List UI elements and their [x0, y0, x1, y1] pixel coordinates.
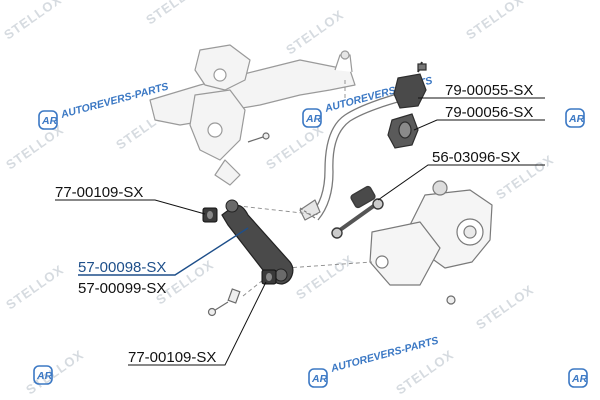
- part-number-label: 79-00056-SX: [445, 104, 533, 121]
- leader-line: [377, 164, 545, 201]
- ar-badge-text: AR: [571, 373, 588, 385]
- ar-badge: AR: [568, 368, 588, 388]
- leader-line: [413, 119, 545, 131]
- ar-badge: AR: [33, 365, 53, 385]
- control-arm-bushing-eye: [225, 199, 239, 213]
- wheel-knuckle: [299, 180, 493, 286]
- part-number-label: 79-00055-SX: [445, 82, 533, 99]
- watermark-brand: STELLOX: [3, 122, 66, 173]
- watermark-brand: STELLOX: [463, 0, 526, 42]
- ar-badge-frame: [565, 108, 585, 128]
- ar-badge-frame: [568, 368, 588, 388]
- assembly-guides: [229, 80, 373, 297]
- ar-badge: AR: [308, 368, 328, 388]
- watermark-brand: STELLOX: [283, 7, 346, 58]
- control-arm-bushing-eye: [274, 268, 288, 282]
- watermark-brand: STELLOX: [263, 122, 326, 173]
- part-number-label: 77-00109-SX: [55, 184, 143, 201]
- leader-line: [55, 199, 206, 215]
- control-arm: [221, 199, 294, 285]
- subframe: [149, 44, 356, 186]
- ar-badge-frame: [302, 108, 322, 128]
- ar-badge-frame: [308, 368, 328, 388]
- stabilizer-bracket: [393, 61, 427, 109]
- ar-badge-text: AR: [311, 373, 328, 385]
- watermark-brand: STELLOX: [3, 262, 66, 313]
- ar-badge-frame: [38, 110, 58, 130]
- bolt-icon: [446, 295, 456, 305]
- ar-badge-text: AR: [568, 113, 585, 125]
- ar-badge: AR: [38, 110, 58, 130]
- watermark-brand: STELLOX: [23, 347, 86, 398]
- bolt-icon: [207, 288, 241, 317]
- leader-line: [128, 281, 267, 366]
- ar-badge-frame: [33, 365, 53, 385]
- watermark-brand: STELLOX: [293, 252, 356, 303]
- silentblock: [202, 207, 218, 223]
- part-number-label-highlighted: 57-00098-SX: [78, 259, 166, 276]
- watermark-brand: STELLOX: [473, 282, 536, 333]
- part-number-label: 77-00109-SX: [128, 349, 216, 366]
- ar-badge-text: AR: [36, 370, 53, 382]
- stabilizer-link: [331, 185, 384, 239]
- silentblock: [261, 269, 277, 285]
- leader-lines: [55, 97, 545, 366]
- ar-badge-text: AR: [305, 113, 322, 125]
- stabilizer-bushing: [387, 113, 419, 149]
- watermark-brand: STELLOX: [1, 0, 64, 42]
- part-number-label: 56-03096-SX: [432, 149, 520, 166]
- bolt-icon: [247, 132, 270, 143]
- part-number-label: 57-00099-SX: [78, 280, 166, 297]
- ar-badge: AR: [302, 108, 322, 128]
- leader-line: [78, 227, 249, 276]
- ar-badge: AR: [565, 108, 585, 128]
- ar-badge-text: AR: [41, 115, 58, 127]
- watermark-brand: STELLOX: [143, 0, 206, 27]
